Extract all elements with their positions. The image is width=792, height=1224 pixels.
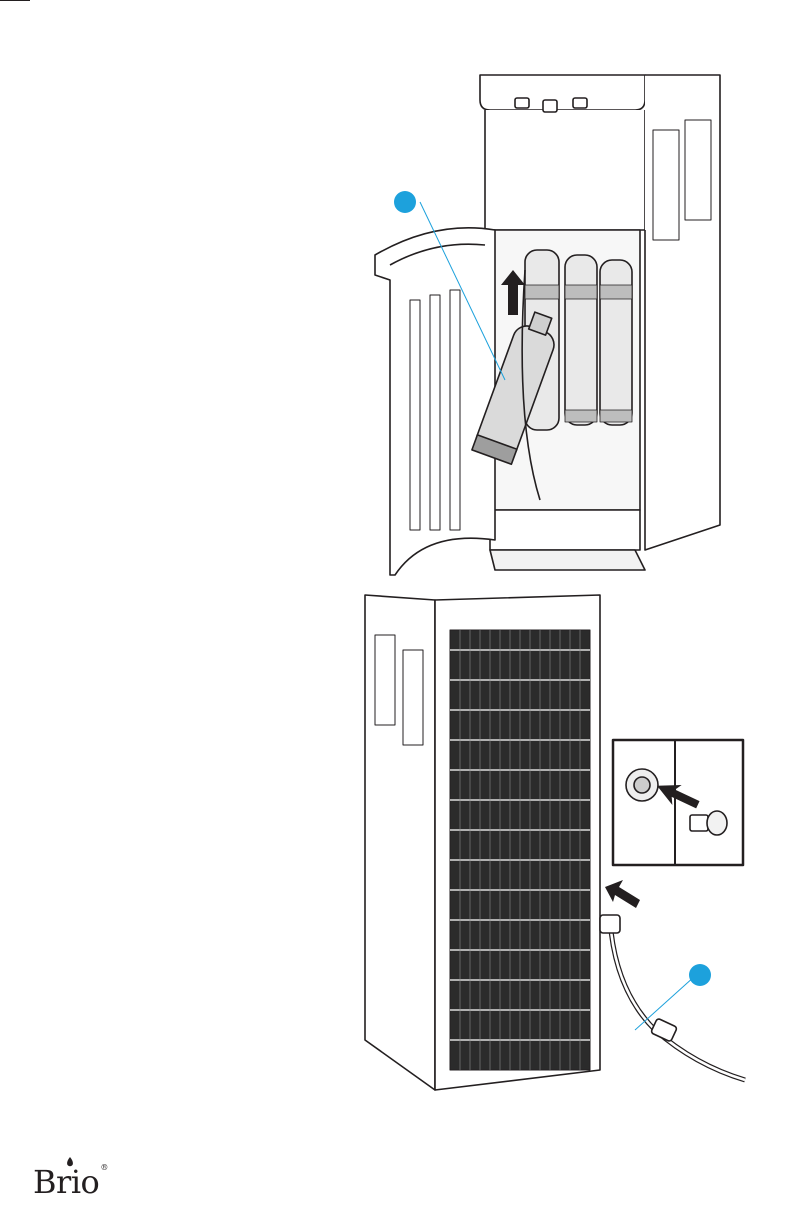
crop-mark-top: [0, 0, 30, 1]
registered-mark: ®: [100, 1163, 108, 1172]
brand-logo: Brio®: [33, 1163, 108, 1203]
callout-circle: [394, 191, 416, 213]
callout-circle: [689, 964, 711, 986]
brand-name: Brio: [33, 1163, 99, 1201]
water-line-illustration: [355, 590, 755, 1100]
filter-install-illustration: [365, 70, 745, 585]
water-drop-icon: [66, 1157, 74, 1167]
